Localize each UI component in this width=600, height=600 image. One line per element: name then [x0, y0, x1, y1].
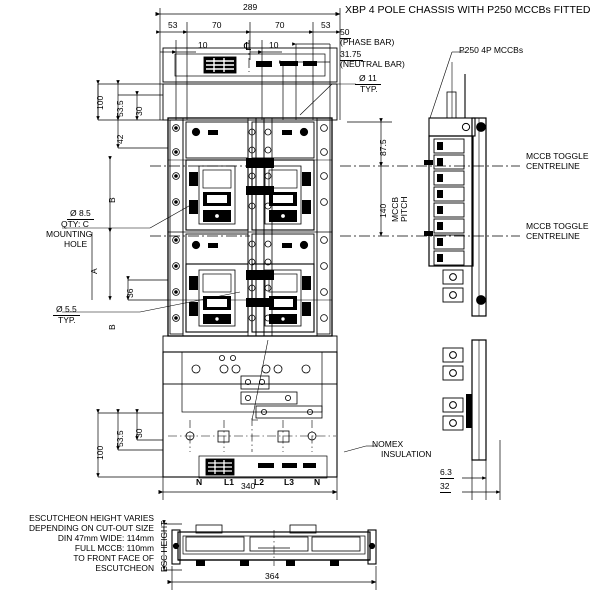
- dim-53-left: 53: [168, 20, 178, 30]
- escutcheon-elevation: [171, 524, 377, 566]
- left-dimension-lines: [91, 80, 168, 478]
- escutcheon-note-line6: ESCUTCHEON: [95, 563, 154, 573]
- side-bottom-dimensions: [462, 440, 501, 500]
- dim-6-3: 6.3: [440, 467, 454, 479]
- left-side-rail: [169, 119, 184, 335]
- phase-label-n-left: N: [196, 477, 203, 487]
- dim-letter-b-lower: B: [107, 324, 117, 330]
- mccb-unit-top-left: [185, 121, 249, 231]
- phase-label-l1: L1: [224, 477, 234, 487]
- dim-letter-b-upper: B: [107, 197, 117, 203]
- toggle-centreline-bottom-line1: MCCB TOGGLE: [526, 221, 589, 231]
- centerline-symbol: ℄: [244, 41, 252, 53]
- dia-11-label: Ø 11: [355, 73, 381, 85]
- dim-42: 42: [115, 134, 125, 144]
- dim-top-30: 30: [134, 106, 144, 116]
- dim-32: 32: [440, 481, 452, 493]
- nomex-line2: INSULATION: [381, 449, 432, 459]
- nomex-line1: NOMEX: [372, 439, 404, 449]
- dim-10-right: 10: [269, 40, 279, 50]
- center-busbar-stack: [246, 117, 274, 337]
- esc-height-label: ESC HEIGHT: [159, 520, 169, 572]
- bottom-terminal-block: [198, 455, 328, 479]
- dim-pitch-line2: PITCH: [399, 196, 409, 223]
- dim-letter-a: A: [89, 268, 99, 274]
- phase-label-n-right: N: [314, 477, 321, 487]
- escutcheon-note-line2: DEPENDING ON CUT-OUT SIZE: [28, 523, 154, 533]
- escutcheon-note-line4: FULL MCCB: 110mm: [74, 543, 154, 553]
- top-terminal-block: [162, 47, 338, 83]
- mounting-hole-line1: MOUNTING: [46, 229, 93, 239]
- dim-bot-53-5: 53.5: [115, 430, 125, 447]
- dim-bot-30: 30: [134, 428, 144, 438]
- escutcheon-note-line3: DIN 47mm WIDE: 114mm: [57, 533, 154, 543]
- leader-lines: [62, 51, 466, 453]
- escutcheon-dimensions: [162, 520, 377, 590]
- dim-10-left: 10: [198, 40, 208, 50]
- mccb-leader-label: P250 4P MCCBs: [459, 45, 524, 55]
- toggle-centreline-top-line2: CENTRELINE: [526, 161, 580, 171]
- escutcheon-note-line1: ESCUTCHEON HEIGHT VARIES: [29, 513, 154, 523]
- side-elevation-upper: [424, 62, 487, 317]
- dim-364: 364: [265, 571, 280, 581]
- phase-bar-value: 50: [340, 27, 352, 39]
- dim-bot-100: 100: [95, 445, 105, 460]
- drawing-title: XBP 4 POLE CHASSIS WITH P250 MCCBs FITTE…: [345, 4, 591, 16]
- dia-5-5-typ-label: TYP.: [58, 315, 76, 325]
- dim-overall-289: 289: [243, 2, 258, 12]
- mccb-unit-bottom-left: [185, 233, 249, 333]
- dim-340: 340: [241, 481, 256, 491]
- phase-bar-label: (PHASE BAR): [340, 37, 395, 47]
- escutcheon-note-line5: TO FRONT FACE OF: [73, 553, 154, 563]
- mccb-unit-top-right: [251, 121, 315, 231]
- dim-140-pitch-value: 140: [378, 203, 388, 218]
- bottom-width-dimension: [158, 477, 338, 500]
- neutral-bar-value: 31.75: [340, 49, 364, 61]
- toggle-centreline-top-line1: MCCB TOGGLE: [526, 151, 589, 161]
- dia-8-5-label: Ø 8.5: [67, 208, 94, 220]
- dim-36: 36: [125, 288, 135, 298]
- toggle-centreline-bottom-line2: CENTRELINE: [526, 231, 580, 241]
- dia-8-5-qty-label: QTY: C: [61, 219, 89, 229]
- dia-5-5-label: Ø 5.5: [53, 304, 80, 316]
- dim-87-5: 87.5: [378, 139, 388, 156]
- side-elevation-lower: [442, 339, 487, 461]
- neutral-bar-label: (NEUTRAL BAR): [340, 59, 405, 69]
- right-dimension-lines: [347, 118, 392, 237]
- phase-label-l2: L2: [254, 477, 264, 487]
- dim-top-100: 100: [95, 95, 105, 110]
- mccb-unit-bottom-right: [251, 233, 315, 333]
- top-dimension-lines: [155, 8, 341, 120]
- mounting-hole-line2: HOLE: [64, 239, 88, 249]
- phase-label-l3: L3: [284, 477, 294, 487]
- dim-53-right: 53: [321, 20, 331, 30]
- dim-70-left: 70: [212, 20, 222, 30]
- right-side-rail: [316, 119, 331, 335]
- dim-top-53-5: 53.5: [115, 100, 125, 117]
- dim-70-right: 70: [275, 20, 285, 30]
- dia-11-typ-label: TYP.: [360, 84, 378, 94]
- lower-connection-plate: [168, 351, 336, 452]
